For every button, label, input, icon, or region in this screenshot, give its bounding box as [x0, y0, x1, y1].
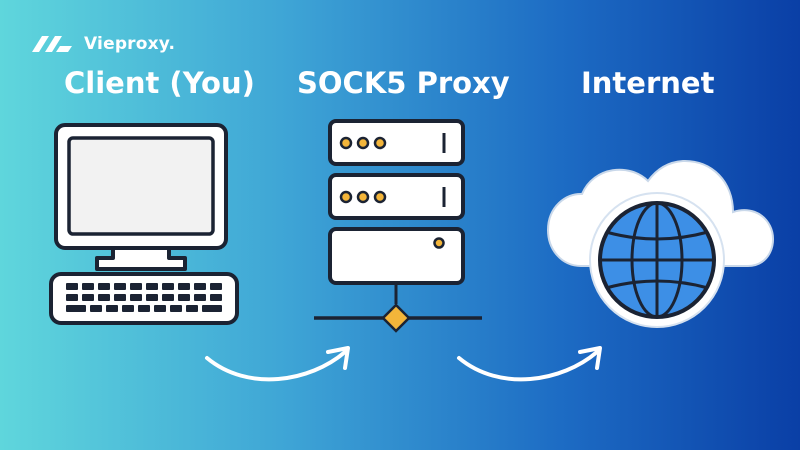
arrow-client-to-proxy: [205, 346, 350, 382]
proxy-title: SOCK5 Proxy: [297, 66, 510, 100]
brand-logo: Vieproxy.: [32, 34, 175, 54]
brand-name: Vieproxy.: [84, 34, 176, 54]
vieproxy-logo-icon: [32, 36, 72, 52]
cloud-globe-icon: [546, 159, 774, 328]
client-title: Client (You): [64, 66, 255, 100]
arrow-proxy-to-internet: [457, 346, 602, 382]
internet-title: Internet: [581, 66, 715, 100]
keyboard-icon: [49, 272, 239, 325]
computer-icon: [49, 123, 239, 325]
server-rack-icon: [314, 119, 482, 333]
globe-icon: [589, 192, 725, 328]
